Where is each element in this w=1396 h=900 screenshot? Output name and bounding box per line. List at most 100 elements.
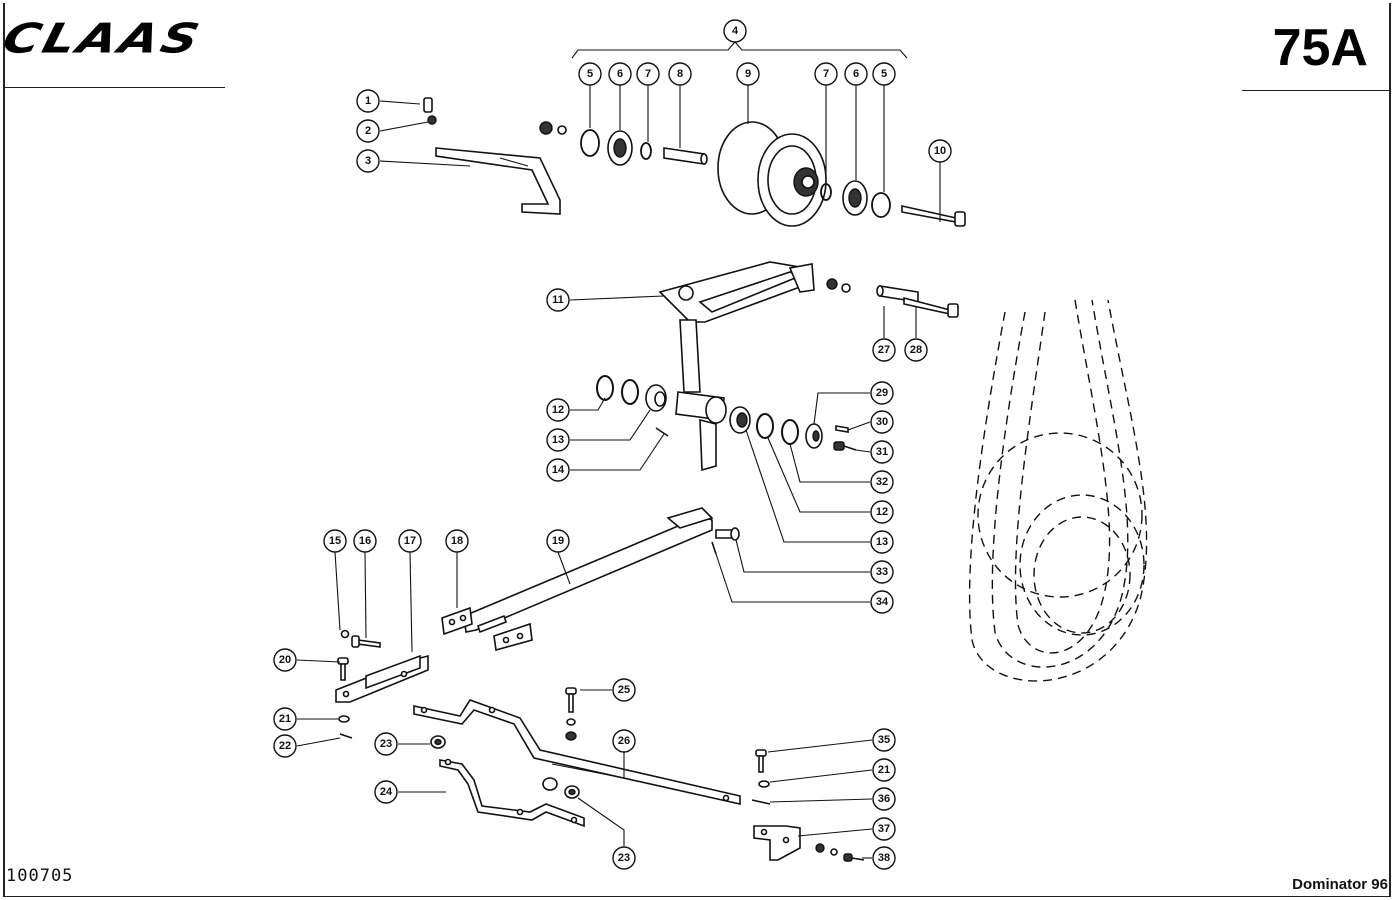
callout-label: 37 <box>878 823 890 835</box>
circlip-part-7-left <box>640 142 652 160</box>
callout-label: 9 <box>745 68 751 80</box>
page-number: 75A <box>1272 19 1368 77</box>
callout-label: 27 <box>878 344 890 356</box>
callout-31: 31 <box>870 440 894 464</box>
callout-label: 12 <box>876 506 888 518</box>
callout-38: 38 <box>872 846 896 870</box>
callout-label: 19 <box>552 535 564 547</box>
callout-21-left: 21 <box>273 707 297 731</box>
bolt-part-35 <box>755 749 767 773</box>
adjusting-rod-part-19 <box>463 507 714 652</box>
collar-part-29 <box>805 423 823 449</box>
pin-part-14 <box>655 427 669 437</box>
nut-washer-right <box>826 278 851 293</box>
callout-9: 9 <box>736 62 760 86</box>
callout-1: 1 <box>356 89 380 113</box>
callout-label: 12 <box>552 404 564 416</box>
header-rule-right <box>1242 90 1390 91</box>
callout-label: 35 <box>878 734 890 746</box>
callout-label: 13 <box>552 434 564 446</box>
bracket-part-17 <box>335 654 429 703</box>
callout-3: 3 <box>356 149 380 173</box>
callout-label: 2 <box>365 125 371 137</box>
washer-part-12-right <box>756 413 774 439</box>
callout-label: 14 <box>552 464 565 476</box>
callout-label: 7 <box>645 68 651 80</box>
callout-label: 6 <box>853 68 859 80</box>
nut-part-23-bottom <box>542 777 580 799</box>
tensioner-arm-part-11 <box>658 261 815 472</box>
washer-part-13-left <box>621 379 639 405</box>
plate-part-18 <box>441 606 473 636</box>
washer-part-12-left <box>596 375 614 401</box>
callout-label: 23 <box>618 852 630 864</box>
callout-12-right: 12 <box>870 500 894 524</box>
callout-label: 34 <box>876 596 889 608</box>
nut-part-23-top <box>430 735 446 749</box>
callout-label: 33 <box>876 566 888 578</box>
callout-5-right: 5 <box>872 62 896 86</box>
pin-part-36 <box>751 799 771 805</box>
bolt-part-20 <box>337 657 349 681</box>
callout-22: 22 <box>273 734 297 758</box>
bolt-part-16 <box>351 635 381 648</box>
callout-21-right: 21 <box>872 758 896 782</box>
callout-33: 33 <box>870 560 894 584</box>
callout-27: 27 <box>872 338 896 362</box>
callout-30: 30 <box>870 410 894 434</box>
nut-part-38 <box>815 843 865 862</box>
callout-11: 11 <box>546 288 570 312</box>
washer-part-2 <box>427 115 437 125</box>
bushing-right <box>729 406 751 434</box>
nut-left <box>539 121 567 135</box>
callout-label: 7 <box>823 68 829 80</box>
page-frame <box>3 3 1391 897</box>
callout-16: 16 <box>353 529 377 553</box>
callout-4: 4 <box>723 19 747 43</box>
bearing-part-6-right <box>842 180 868 216</box>
bolt-part-25 <box>565 687 577 741</box>
washer-part-15 <box>340 629 350 639</box>
callout-35: 35 <box>872 728 896 752</box>
circlip-part-5-right <box>871 192 891 218</box>
callout-15: 15 <box>323 529 347 553</box>
callout-7-left: 7 <box>636 62 660 86</box>
bushing-left <box>645 384 667 412</box>
belt-drive-outline <box>968 299 1148 682</box>
callout-24: 24 <box>374 780 398 804</box>
callout-2: 2 <box>356 119 380 143</box>
callout-label: 13 <box>876 536 888 548</box>
washer-part-32 <box>781 419 799 445</box>
callout-label: 5 <box>587 68 593 80</box>
callout-label: 1 <box>365 95 371 107</box>
washer-part-21-right <box>758 780 770 788</box>
callout-label: 15 <box>329 535 341 547</box>
callout-label: 11 <box>552 294 564 306</box>
circlip-part-5-left <box>580 129 600 157</box>
callout-6-left: 6 <box>608 62 632 86</box>
bolt-part-28 <box>903 296 959 318</box>
callout-label: 20 <box>279 654 291 666</box>
callout-23-top: 23 <box>374 732 398 756</box>
callout-label: 10 <box>934 145 946 157</box>
callout-29: 29 <box>870 381 894 405</box>
header-rule-left <box>3 87 225 88</box>
callout-32: 32 <box>870 470 894 494</box>
strap-part-26 <box>413 699 741 805</box>
model-name: Dominator 96 <box>1292 876 1388 893</box>
pulley-part-9 <box>717 121 827 227</box>
screw-part-31 <box>833 441 857 451</box>
callout-8: 8 <box>668 62 692 86</box>
bracket-part-37 <box>753 825 801 861</box>
callout-label: 23 <box>380 738 392 750</box>
callout-36: 36 <box>872 787 896 811</box>
callout-28: 28 <box>904 338 928 362</box>
callout-37: 37 <box>872 817 896 841</box>
callout-label: 5 <box>881 68 887 80</box>
callout-label: 17 <box>404 535 416 547</box>
callout-14: 14 <box>546 458 570 482</box>
callout-23-bottom: 23 <box>612 846 636 870</box>
bolt-part-10 <box>901 205 966 227</box>
